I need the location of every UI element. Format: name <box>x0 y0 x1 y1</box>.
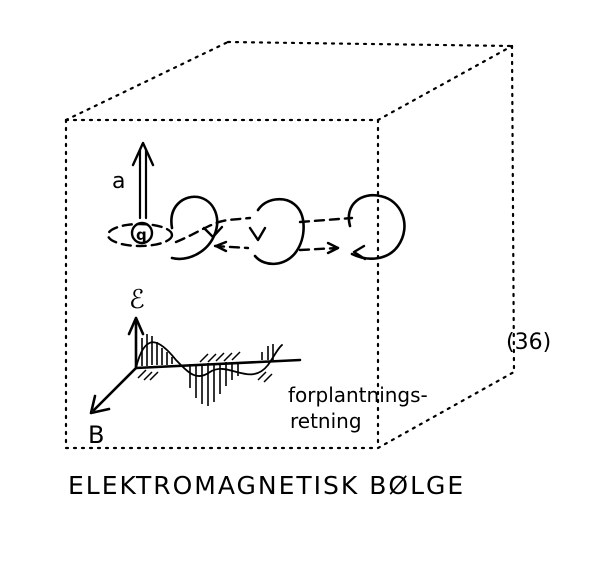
field-loop-1 <box>170 195 224 261</box>
propagation-label-line2: retning <box>290 409 362 433</box>
cube-depth-edge-bottom-right <box>376 370 516 450</box>
magnetic-field-hatching <box>137 351 273 383</box>
field-loop-3 <box>347 193 406 261</box>
cube-depth-edge-top-right <box>376 44 514 122</box>
electric-field-label: ℰ <box>129 285 145 315</box>
figure-number: (36) <box>506 330 551 355</box>
field-axes <box>89 316 302 415</box>
figure-caption: ELEKTROMAGNETISK BØLGE <box>68 471 465 500</box>
dotted-cube <box>64 40 516 450</box>
propagation-label-line1: forplantnings- <box>288 383 428 407</box>
cube-back-right-edge <box>510 44 516 374</box>
cube-depth-edge-top-left <box>64 40 230 122</box>
dashed-field-lines <box>174 216 354 252</box>
acceleration-label: a <box>112 169 125 194</box>
cube-back-top-edge <box>226 40 514 48</box>
flux-arrowhead-right <box>326 241 340 255</box>
charge-circle <box>130 221 154 245</box>
magnetic-field-label: B <box>88 421 104 449</box>
field-loop-2 <box>248 197 305 266</box>
acceleration-arrow <box>131 141 155 220</box>
flux-arrowhead-left <box>214 240 228 253</box>
charge-label: q <box>136 226 147 244</box>
electric-field-wave <box>135 334 283 406</box>
